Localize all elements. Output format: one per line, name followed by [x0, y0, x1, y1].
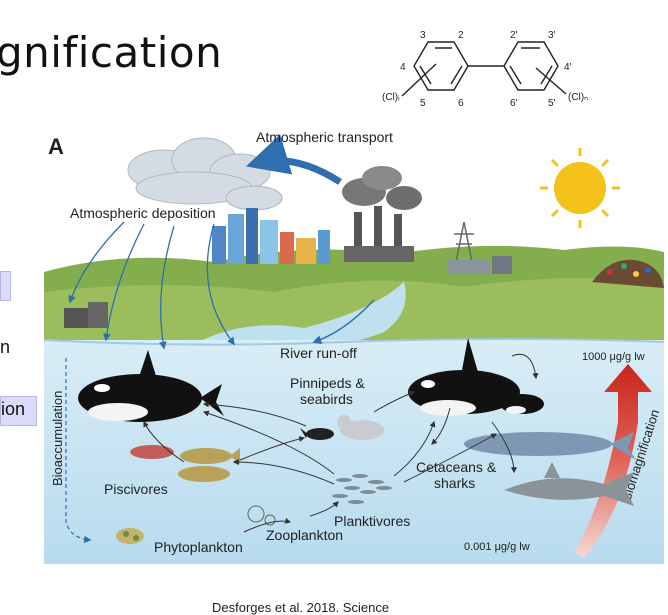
biomagnification-arrow [574, 364, 652, 558]
panel-label: A [48, 134, 64, 159]
biomagnification-diagram: A [44, 122, 664, 564]
river-runoff-arrow [312, 299, 375, 344]
right-pos-6: 6' [510, 98, 518, 109]
zooplankton-icon [247, 505, 276, 526]
right-pos-2: 2' [510, 30, 518, 41]
atmospheric-transport-arrow [245, 134, 342, 185]
river [194, 282, 406, 345]
shark-icon [504, 462, 634, 506]
pcb-structure-diagram: 3 2 4 5 6 2' 3' 4' 6' 5' (Cl)ᵢ (Cl)ₙ [382, 30, 588, 109]
left-pos-5: 5 [420, 98, 426, 109]
right-pos-5: 5' [548, 98, 556, 109]
bioaccumulation-arrow [65, 358, 92, 544]
farm-buildings-icon [64, 302, 108, 328]
left-substituent: (Cl)ᵢ [382, 92, 400, 103]
phytoplankton-icon [116, 528, 144, 544]
planktivore-school-icon [332, 474, 392, 504]
orca-calf-icon [500, 394, 544, 414]
left-pos-6: 6 [458, 98, 464, 109]
food-web-arrows [143, 353, 539, 533]
atmospheric-transport-label: Atmospheric transport [256, 129, 393, 145]
waste-dump-icon [592, 259, 664, 288]
city-icon [212, 208, 330, 264]
piscivore-fish-icon [130, 445, 240, 482]
industrial-buildings-icon [448, 256, 512, 274]
factory-icon [342, 166, 422, 262]
cetaceans-label-line1: Cetaceans & [416, 459, 497, 475]
sun-icon [540, 148, 620, 228]
pinnipeds-label-line2: seabirds [300, 391, 353, 407]
right-pos-4: 4' [564, 62, 572, 73]
left-pos-2: 2 [458, 30, 464, 41]
high-concentration-label: 1000 μg/g lw [582, 351, 645, 363]
river-runoff-label: River run-off [280, 345, 357, 361]
figure-credit: Desforges et al. 2018. Science [212, 600, 390, 615]
bioaccumulation-label: Bioaccumulation [50, 391, 65, 486]
deposition-arrows [68, 221, 235, 350]
atmospheric-deposition-label: Atmospheric deposition [70, 205, 216, 221]
power-pylon-icon [454, 221, 474, 263]
piscivores-label: Piscivores [104, 481, 168, 497]
zooplankton-label: Zooplankton [266, 527, 343, 543]
low-concentration-label: 0.001 μg/g lw [464, 541, 530, 553]
orca-right-icon [408, 338, 520, 416]
whale-icon [464, 432, 636, 460]
orca-left-icon [78, 350, 224, 422]
right-pos-3: 3' [548, 30, 556, 41]
planktivores-label: Planktivores [334, 513, 410, 529]
left-phenyl-ring [413, 41, 469, 91]
right-phenyl-ring [503, 41, 559, 91]
seabird-icon [300, 428, 334, 440]
left-pos-3: 3 [420, 30, 426, 41]
right-substituent: (Cl)ₙ [568, 92, 588, 103]
slide-title: gnification [0, 28, 223, 77]
seal-icon [337, 415, 384, 440]
pinnipeds-label-line1: Pinnipeds & [290, 375, 365, 391]
left-tab-1 [0, 271, 11, 301]
left-tab-2: n [0, 337, 11, 357]
cetaceans-label-line2: sharks [434, 475, 475, 491]
left-tab-3: ion [0, 396, 37, 426]
phytoplankton-label: Phytoplankton [154, 539, 243, 555]
left-pos-4: 4 [400, 62, 406, 73]
